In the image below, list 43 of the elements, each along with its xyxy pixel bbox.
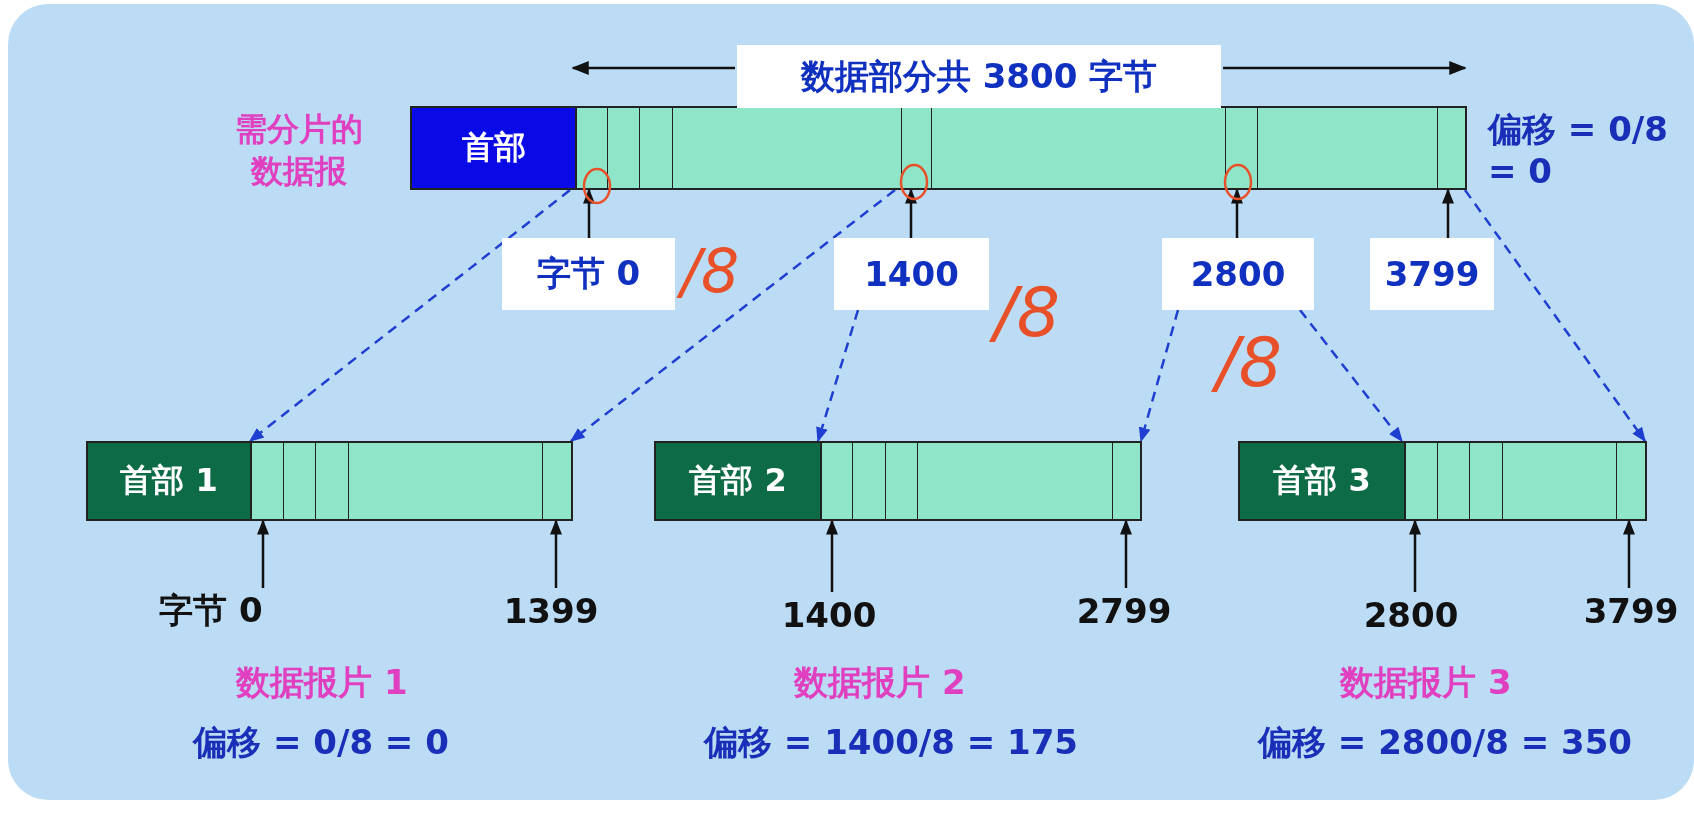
dashed-arrow xyxy=(1299,309,1403,443)
offset-text: 偏移 = 0/8 = 0 xyxy=(1488,108,1669,193)
arrow xyxy=(550,519,562,588)
header-block: 首部 3 xyxy=(1240,443,1406,519)
dashed-arrow xyxy=(569,189,896,442)
header-block: 首部 xyxy=(412,108,577,188)
byte-number: 字节 0 xyxy=(146,588,276,634)
dimension-label: 数据部分共 3800 字节 xyxy=(737,45,1221,108)
dashed-arrow xyxy=(248,189,571,442)
arrow xyxy=(1623,519,1635,588)
arrow xyxy=(826,519,838,592)
byte-number: 2799 xyxy=(1074,588,1174,634)
byte-number: 1400 xyxy=(779,592,879,638)
offset-text: 偏移 = 1400/8 = 175 xyxy=(702,721,1079,764)
byte-number: 3799 xyxy=(1581,588,1681,634)
arrow xyxy=(257,519,269,588)
dashed-arrow xyxy=(816,309,860,443)
arrow xyxy=(905,188,917,238)
datagram-bar xyxy=(86,441,573,521)
datagram-caption: 需分片的数据报 xyxy=(234,109,364,192)
byte-number: 2800 xyxy=(1361,592,1461,638)
arrow xyxy=(1120,519,1132,588)
dashed-arrow xyxy=(1138,309,1180,443)
offset-text: 偏移 = 2800/8 = 350 xyxy=(1256,721,1633,764)
fragment-title: 数据报片 2 xyxy=(792,661,967,704)
byte-label: 3799 xyxy=(1370,238,1494,310)
header-block: 首部 1 xyxy=(88,443,252,519)
datagram-bar xyxy=(1238,441,1647,521)
fragment-title: 数据报片 3 xyxy=(1338,661,1513,704)
arrow xyxy=(1231,188,1243,238)
header-block: 首部 2 xyxy=(656,443,822,519)
datagram-bar xyxy=(410,106,1467,190)
byte-label: 1400 xyxy=(834,238,989,310)
dashed-arrow xyxy=(1464,189,1646,443)
arrow xyxy=(1409,519,1421,592)
byte-number: 1399 xyxy=(501,588,601,634)
offset-text: 偏移 = 0/8 = 0 xyxy=(191,721,450,764)
byte-label: 字节 0 xyxy=(502,238,675,310)
arrow xyxy=(1442,188,1454,238)
datagram-bar xyxy=(654,441,1142,521)
fragment-title: 数据报片 1 xyxy=(234,661,409,704)
arrow xyxy=(583,188,595,238)
byte-label: 2800 xyxy=(1162,238,1314,310)
